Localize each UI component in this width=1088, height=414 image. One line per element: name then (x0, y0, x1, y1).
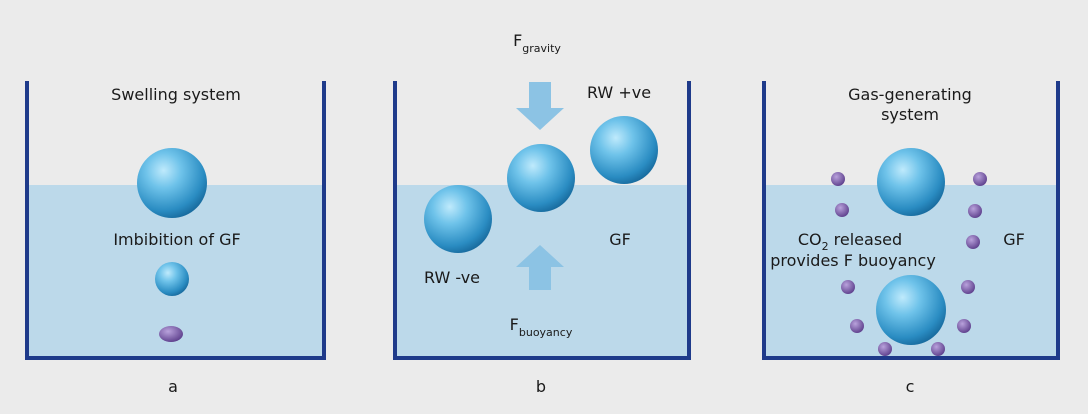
f-buoyancy-sub: buoyancy (519, 326, 573, 339)
gf-sphere-upper (877, 148, 945, 216)
label-co2-released: CO2 released (798, 230, 902, 253)
label-f-buoyancy: Fbuoyancy (510, 315, 573, 339)
title-gas-generating-line2: system (881, 105, 939, 124)
label-gf-c: GF (1003, 230, 1025, 249)
gas-bubble (850, 319, 864, 333)
label-rw-negative: RW -ve (424, 268, 480, 287)
panel-b: Fgravity RW +ve GF RW -ve Fbuoyancy b (393, 31, 691, 396)
caption-a: a (168, 377, 178, 396)
title-swelling-system: Swelling system (111, 85, 241, 104)
co2-subscript: 2 (822, 240, 829, 253)
gas-bubble (973, 172, 987, 186)
sphere-middle (507, 144, 575, 212)
gas-bubble (968, 204, 982, 218)
gf-sphere-lower (876, 275, 946, 345)
caption-c: c (906, 377, 915, 396)
gas-bubble (961, 280, 975, 294)
gas-bubble (931, 342, 945, 356)
co2-prefix: CO (798, 230, 822, 249)
title-gas-generating-line1: Gas-generating (848, 85, 972, 104)
gf-sphere-large (137, 148, 207, 218)
beaker-a (25, 81, 326, 360)
beaker-c (762, 81, 1060, 360)
gas-bubble (835, 203, 849, 217)
label-imbibition-of-gf: Imbibition of GF (113, 230, 240, 249)
gf-sphere-small (155, 262, 189, 296)
gas-bubble (831, 172, 845, 186)
arrow-down-icon (516, 82, 564, 130)
beaker-b (393, 81, 691, 360)
label-provides-f-buoyancy: provides F buoyancy (770, 251, 936, 270)
f-buoyancy-main: F (510, 315, 519, 334)
co2-bubbles (831, 172, 987, 356)
panel-a: Swelling system Imbibition of GF a (25, 81, 326, 396)
gas-bubble (841, 280, 855, 294)
co2-suffix: released (829, 230, 903, 249)
f-gravity-sub: gravity (522, 42, 561, 55)
label-gf-b: GF (609, 230, 631, 249)
gf-tablet (159, 326, 183, 342)
caption-b: b (536, 377, 546, 396)
panel-c: Gas-generating system CO2 released provi… (762, 81, 1060, 396)
label-f-gravity: Fgravity (513, 31, 561, 55)
gas-bubble (957, 319, 971, 333)
arrow-up-icon (516, 245, 564, 290)
sphere-floating (590, 116, 658, 184)
label-rw-positive: RW +ve (587, 83, 651, 102)
gas-bubble (878, 342, 892, 356)
f-gravity-main: F (513, 31, 522, 50)
sphere-sinking (424, 185, 492, 253)
gas-bubble (966, 235, 980, 249)
